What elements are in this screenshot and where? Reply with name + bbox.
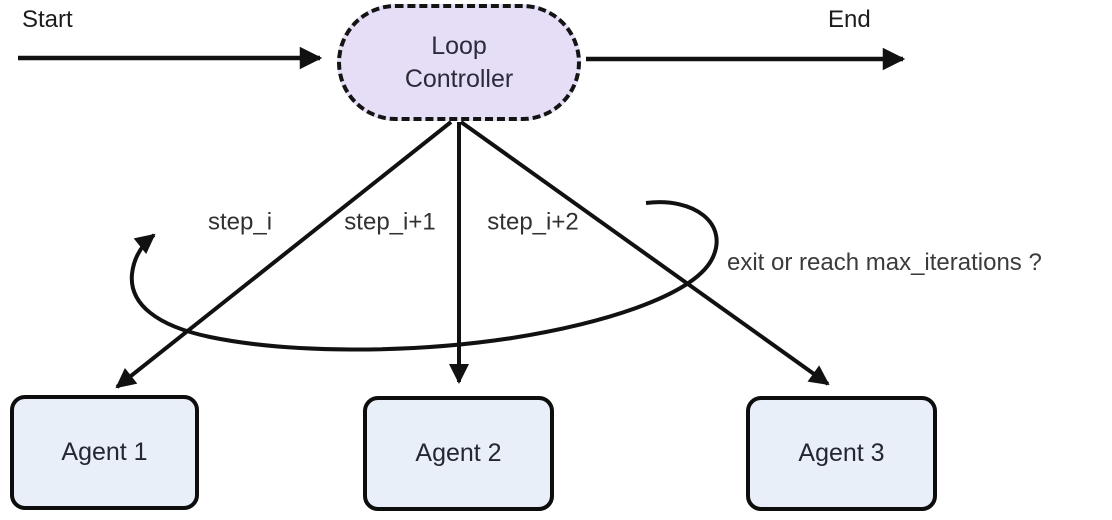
edge-label-step-i-plus-2: step_i+2	[487, 208, 579, 236]
agent3-node: Agent 3	[746, 396, 937, 511]
agent2-label: Agent 2	[415, 439, 502, 467]
edge-loop-to-agent1-arrow	[115, 120, 453, 389]
end-label: End	[828, 6, 871, 33]
loop-controller-node: Loop Controller	[337, 4, 581, 121]
loop-controller-label-line1: Loop	[431, 31, 487, 60]
loop-back-arc-arrow	[129, 200, 719, 352]
agent1-label: Agent 1	[61, 438, 148, 466]
agent1-node: Agent 1	[10, 395, 199, 510]
edge-loop-to-agent3-arrow	[459, 120, 830, 386]
loop-controller-label-line2: Controller	[404, 64, 514, 93]
loop-controller-label: Loop Controller	[405, 30, 513, 96]
start-label: Start	[22, 6, 73, 33]
agent2-node: Agent 2	[363, 396, 554, 511]
edge-label-step-i-plus-1: step_i+1	[344, 208, 436, 236]
agent3-label: Agent 3	[798, 439, 885, 467]
loop-condition-annotation: exit or reach max_iterations ?	[727, 249, 1042, 276]
edge-label-step-i: step_i	[207, 208, 273, 236]
